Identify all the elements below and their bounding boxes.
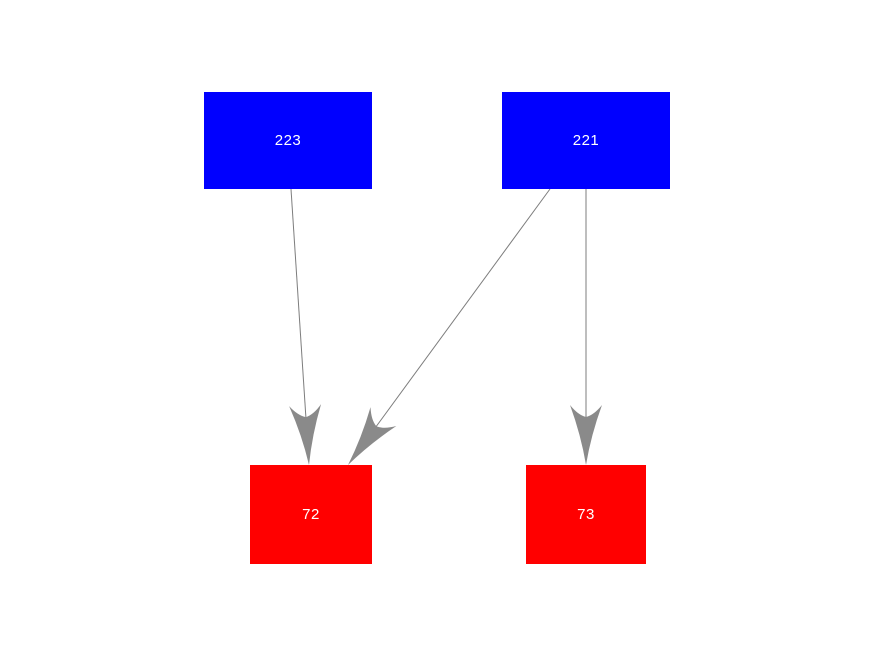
edge-line-223-72 [290, 188, 307, 422]
graph-node-label: 72 [302, 506, 320, 523]
edge-line-221-72 [373, 188, 551, 430]
graph-node-label: 73 [577, 506, 595, 523]
graph-node-label: 223 [274, 132, 302, 149]
node-73: 73 [526, 465, 646, 564]
node-72: 72 [250, 465, 372, 564]
node-223: 223 [204, 92, 372, 189]
node-221: 221 [502, 92, 670, 189]
graph-node-label: 221 [572, 132, 600, 149]
arrowhead-221-73 [570, 405, 602, 465]
arrowhead-223-72 [289, 404, 322, 465]
